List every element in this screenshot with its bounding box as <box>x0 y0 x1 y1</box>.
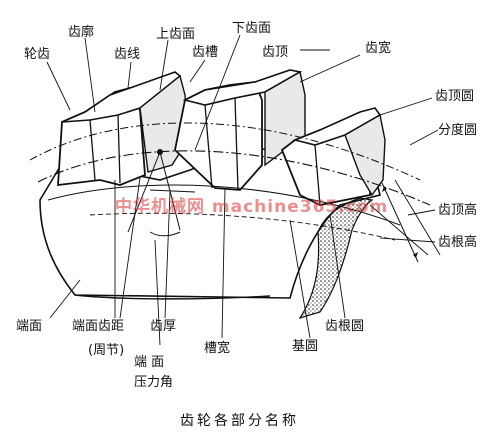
label-duanmian-angle-2: 压力角 <box>134 375 174 390</box>
label-shangchimian: 上齿面 <box>156 27 196 42</box>
label-chigengao: 齿根高 <box>438 235 478 250</box>
label-chihou: 齿厚 <box>150 319 177 334</box>
watermark: 中华机械网 machine365.com <box>115 197 389 217</box>
tooth-1-top <box>61 71 182 123</box>
pitch-circle-arc <box>37 150 431 206</box>
label-caokuan: 槽宽 <box>204 341 231 356</box>
label-chixian: 齿线 <box>114 47 141 62</box>
root-circle-arc <box>47 184 401 226</box>
label-chidingyuan: 齿顶圆 <box>435 89 475 104</box>
label-zhoujie: (周节) <box>88 343 125 358</box>
label-chicao: 齿槽 <box>192 45 219 60</box>
label-duanmian-angle-1: 端 面 <box>134 355 165 370</box>
label-lunchi: 轮齿 <box>24 47 51 62</box>
label-duanmianchiju: 端面齿距 <box>72 319 125 334</box>
label-xiachimian: 下齿面 <box>232 21 272 36</box>
label-chikuan: 齿宽 <box>365 41 392 56</box>
label-chiding: 齿顶 <box>262 45 289 60</box>
base-circle-arc <box>89 212 396 241</box>
figure-caption: 齿轮各部分名称 <box>180 413 299 429</box>
gear-bottom-edge <box>74 294 271 300</box>
label-chigenyuan: 齿根圆 <box>325 319 365 334</box>
dimension-line <box>381 182 419 263</box>
tip-circle-arc <box>29 122 421 181</box>
label-jiyuan: 基圆 <box>292 339 319 354</box>
tooth-3-top <box>292 107 382 146</box>
label-fenduyuan: 分度圆 <box>438 123 478 138</box>
label-duanmian-left: 端面 <box>16 319 43 334</box>
label-chikuo: 齿廓 <box>68 25 95 40</box>
label-chidinggao: 齿顶高 <box>438 203 478 218</box>
